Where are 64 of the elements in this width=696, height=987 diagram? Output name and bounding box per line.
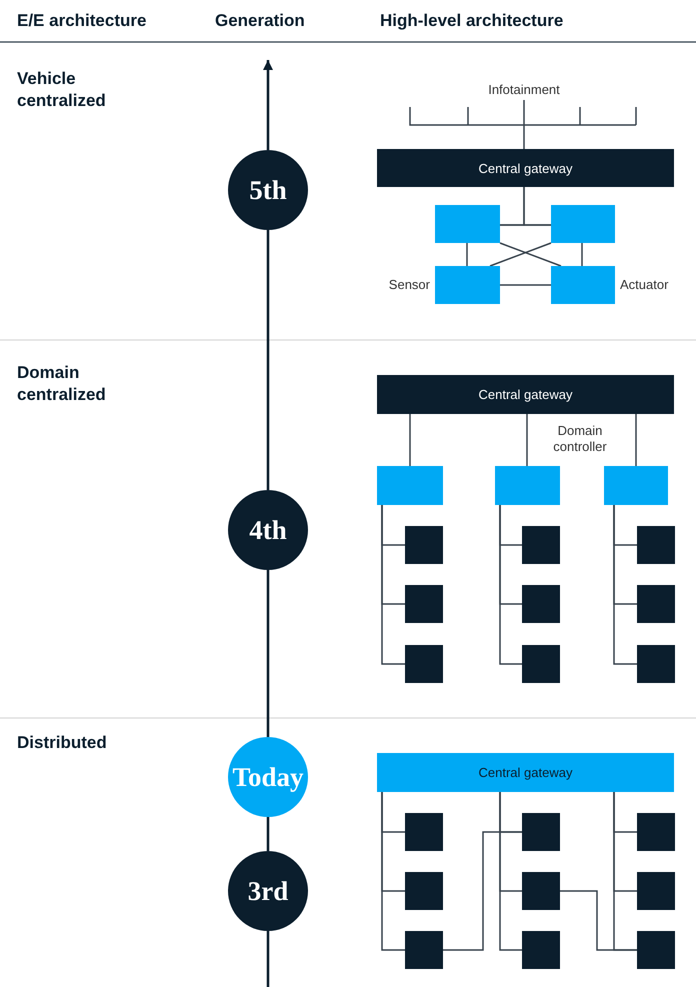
timeline-line xyxy=(266,817,270,851)
connector-line xyxy=(499,505,522,665)
generation-circle: 3rd xyxy=(228,851,308,931)
timeline-line xyxy=(266,570,270,737)
ecu-box xyxy=(405,645,443,683)
ecu-box xyxy=(522,585,560,623)
ecu-box xyxy=(637,872,675,910)
controller-box xyxy=(551,266,615,304)
controller-box xyxy=(551,205,615,243)
ecu-box xyxy=(405,931,443,969)
bus-label: Infotainment xyxy=(469,78,579,100)
ecu-box xyxy=(522,526,560,564)
controller-box xyxy=(435,266,500,304)
row-label: Domain centralized xyxy=(17,362,107,406)
connector-line xyxy=(581,243,583,266)
connector-line xyxy=(409,99,637,150)
connector-line xyxy=(560,890,637,951)
ecu-box xyxy=(637,931,675,969)
connector-line xyxy=(499,792,522,951)
connector-line xyxy=(466,243,468,266)
generation-circle: 5th xyxy=(228,150,308,230)
row-label: Distributed xyxy=(17,732,108,754)
ecu-box xyxy=(522,645,560,683)
connector-line xyxy=(613,505,637,665)
connector-line xyxy=(443,831,522,951)
ecu-box xyxy=(405,813,443,851)
ecu-box xyxy=(637,526,675,564)
ecu-box xyxy=(405,526,443,564)
gateway-bar: Central gateway xyxy=(377,753,674,792)
ecu-box xyxy=(522,813,560,851)
connector-line xyxy=(409,414,411,466)
ecu-box xyxy=(405,872,443,910)
gateway-bar: Central gateway xyxy=(377,149,674,187)
connector-line xyxy=(635,414,637,466)
timeline-arrow xyxy=(263,60,273,150)
controller-box xyxy=(435,205,500,243)
node-caption: Sensor xyxy=(388,277,430,292)
ecu-box xyxy=(637,585,675,623)
connector-line xyxy=(381,792,405,951)
ecu-box xyxy=(522,872,560,910)
controller-box xyxy=(377,466,443,505)
connector-line xyxy=(490,242,552,267)
gateway-bar: Central gateway xyxy=(377,375,674,414)
controller-box xyxy=(604,466,668,505)
annotation-text: Domain controller xyxy=(552,423,608,455)
ecu-box xyxy=(637,813,675,851)
connector-line xyxy=(500,242,562,267)
generation-circle: Today xyxy=(228,737,308,817)
connector-line xyxy=(526,414,528,466)
column-header: High-level architecture xyxy=(380,10,564,32)
ecu-box xyxy=(405,585,443,623)
timeline-line xyxy=(266,230,270,490)
node-caption: Actuator xyxy=(620,277,668,292)
timeline-line xyxy=(266,931,270,987)
connector-line xyxy=(381,505,405,665)
row-label: Vehicle centralized xyxy=(17,68,107,112)
generation-circle: 4th xyxy=(228,490,308,570)
controller-box xyxy=(495,466,560,505)
connector-line xyxy=(500,224,551,226)
ecu-box xyxy=(637,645,675,683)
column-header: E/E architecture xyxy=(17,10,148,32)
ecu-box xyxy=(522,931,560,969)
column-header: Generation xyxy=(215,10,306,32)
connector-line xyxy=(500,284,551,286)
